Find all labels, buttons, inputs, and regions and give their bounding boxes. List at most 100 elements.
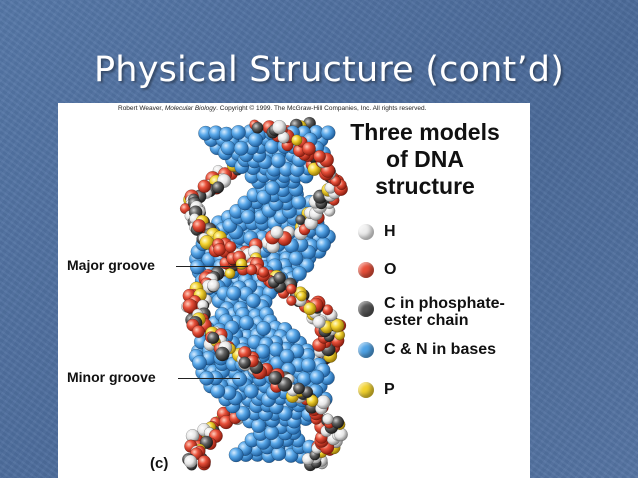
models-heading-line-2: of DNA	[386, 146, 464, 172]
helix-atom	[330, 318, 345, 333]
helix-atom	[301, 141, 316, 156]
helix-atom	[272, 119, 287, 135]
helix-atom	[238, 356, 251, 370]
oxygen-atom-icon	[358, 262, 374, 278]
helix-atom	[300, 357, 316, 373]
helix-atom	[320, 125, 336, 141]
legend-item-h: H	[358, 223, 396, 240]
legend-label-c-n-bases: C & N in bases	[384, 341, 497, 358]
legend-label-c-phosphate: C in phosphate- ester chain	[384, 295, 505, 329]
legend-item-o: O	[358, 261, 396, 278]
helix-atom	[257, 266, 270, 278]
helix-atom	[240, 209, 256, 225]
helix-atom	[270, 153, 286, 168]
helix-atom	[191, 325, 205, 338]
helix-atom	[322, 413, 334, 425]
helix-atom	[235, 258, 248, 270]
helix-atom	[273, 271, 286, 285]
minor-groove-label: Minor groove	[67, 369, 156, 385]
helix-atom	[255, 343, 271, 359]
credit-prefix: Robert Weaver,	[118, 105, 165, 112]
helix-atom	[291, 194, 307, 210]
helix-atom	[312, 315, 326, 329]
helix-atom	[264, 425, 279, 441]
slide-title: Physical Structure (cont’d)	[94, 50, 565, 90]
models-heading: Three models of DNA structure	[330, 119, 520, 200]
helix-atom	[256, 320, 271, 336]
helix-atom	[256, 189, 272, 205]
legend-item-c-phosphate: C in phosphate- ester chain	[358, 295, 505, 329]
helix-atom	[306, 394, 319, 407]
phosphate-carbon-atom-icon	[358, 301, 374, 317]
helix-atom	[264, 180, 280, 196]
helix-atom	[239, 315, 254, 331]
helix-atom	[270, 225, 284, 239]
helix-atom	[309, 369, 325, 385]
helix-atom	[279, 348, 295, 364]
helix-atom	[288, 250, 304, 266]
panel-letter: (c)	[150, 455, 169, 472]
helix-atom	[235, 406, 251, 421]
helix-atom	[251, 121, 264, 134]
helix-atom	[296, 290, 307, 302]
helix-atom	[210, 383, 226, 399]
helix-atom	[215, 346, 230, 362]
helix-atom	[291, 266, 307, 282]
helix-atom	[192, 218, 206, 233]
major-groove-pointer	[176, 266, 248, 267]
credit-suffix: . Copyright © 1999. The McGraw-Hill Comp…	[216, 105, 427, 112]
helix-atom	[211, 181, 225, 194]
phosphorus-atom-icon	[358, 382, 374, 398]
helix-atom	[315, 223, 330, 239]
helix-atom	[316, 394, 331, 410]
figure-credit: Robert Weaver, Molecular Biology. Copyri…	[118, 105, 426, 112]
credit-book: Molecular Biology	[164, 105, 217, 112]
helix-atom	[245, 264, 258, 276]
helix-atom	[230, 124, 246, 140]
helix-atom	[233, 140, 249, 156]
helix-atom	[268, 371, 283, 385]
legend-item-c-n-bases: C & N in bases	[358, 341, 496, 358]
legend-item-p: P	[358, 381, 395, 398]
helix-atom	[224, 240, 237, 253]
helix-atom	[243, 383, 259, 399]
legend-label-p: P	[384, 381, 395, 398]
dna-figure: Robert Weaver, Molecular Biology. Copyri…	[58, 103, 530, 478]
models-heading-line-1: Three models	[350, 119, 500, 145]
legend-label-c-phosphate-line-1: C in phosphate-	[384, 295, 505, 312]
major-groove-label: Major groove	[67, 257, 155, 273]
helix-atom	[224, 267, 236, 279]
helix-atom	[191, 355, 207, 371]
helix-atom	[189, 259, 205, 275]
helix-atom	[226, 285, 242, 301]
legend-label-h: H	[384, 223, 396, 240]
hydrogen-atom-icon	[358, 224, 374, 240]
models-heading-line-3: structure	[375, 173, 475, 199]
legend-label-c-phosphate-line-2: ester chain	[384, 312, 469, 329]
minor-groove-pointer	[178, 378, 240, 379]
helix-atom	[316, 237, 331, 252]
helix-atom	[286, 295, 297, 306]
helix-atom	[232, 371, 248, 387]
helix-atom	[285, 283, 297, 295]
helix-atom	[207, 331, 220, 345]
helix-atom	[220, 140, 236, 156]
helix-atom	[313, 150, 326, 163]
helix-atom	[197, 455, 211, 469]
helix-atom	[245, 293, 261, 309]
base-atom-icon	[358, 342, 374, 358]
helix-atom	[207, 279, 220, 292]
helix-atom	[182, 298, 198, 314]
helix-atom	[213, 242, 226, 256]
helix-atom	[197, 179, 212, 194]
helix-atom	[303, 301, 317, 316]
helix-atom	[228, 447, 244, 463]
helix-atom	[291, 134, 303, 146]
helix-atom	[285, 328, 301, 344]
legend-label-o: O	[384, 261, 397, 278]
dna-space-filling-model	[179, 116, 348, 472]
helix-atom	[183, 454, 198, 469]
helix-atom	[330, 175, 342, 187]
helix-atom	[247, 132, 263, 148]
helix-atom	[293, 382, 305, 395]
